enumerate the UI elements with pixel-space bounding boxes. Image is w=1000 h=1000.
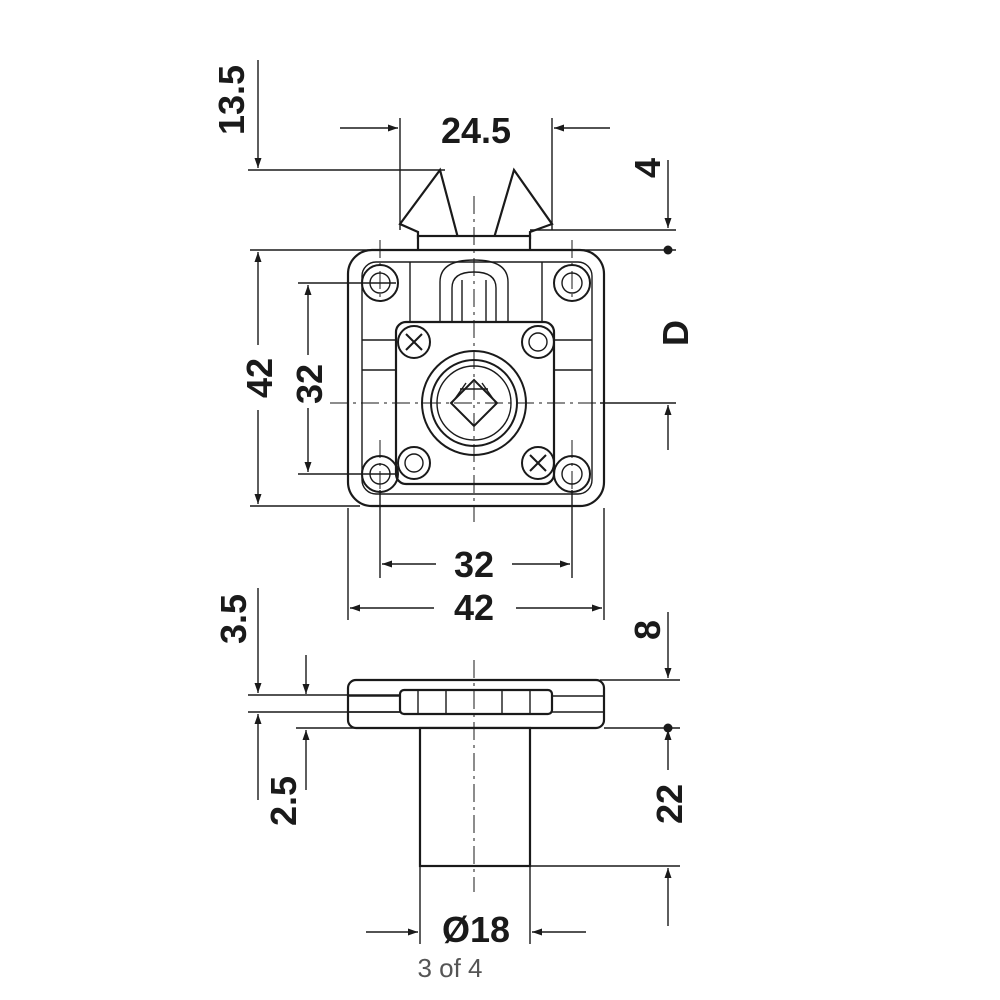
dimension-13-5: 13.5 — [211, 60, 445, 171]
catch-hook-left — [398, 167, 460, 240]
dimension-32-horizontal: 32 — [379, 490, 573, 585]
dim-label-22: 22 — [649, 784, 690, 824]
dim-label-d: D — [655, 320, 696, 346]
screw-hole-bottom-left — [397, 446, 431, 480]
dimension-22: 22 — [530, 730, 690, 926]
bolt-side — [398, 688, 554, 716]
dimension-8: 8 — [600, 612, 680, 733]
dimension-32-vertical: 32 — [289, 282, 396, 475]
dimension-42-vertical: 42 — [239, 252, 360, 507]
inner-rim — [361, 261, 593, 495]
dim-label-32-vertical: 32 — [289, 364, 330, 404]
datum-dot-top — [663, 245, 673, 255]
dim-label-diameter-18: Ø18 — [442, 909, 510, 950]
dim-label-3-5: 3.5 — [213, 594, 254, 644]
cylinder-side — [418, 726, 532, 868]
dim-label-24-5: 24.5 — [441, 110, 511, 151]
screw-bottom-right — [521, 446, 555, 480]
screw-top-left — [397, 325, 431, 359]
dimension-2-5: 2.5 — [248, 655, 420, 826]
dim-label-13-5: 13.5 — [211, 65, 252, 135]
dim-label-32-horizontal: 32 — [454, 544, 494, 585]
dim-label-42-horizontal: 42 — [454, 587, 494, 628]
dimension-42-horizontal: 42 — [347, 508, 605, 628]
screw-hole-top-right — [521, 325, 555, 359]
catch-hook-right — [492, 167, 554, 240]
dim-label-42-vertical: 42 — [239, 358, 280, 398]
side-view — [346, 660, 606, 892]
dimension-4: 4 — [530, 158, 676, 231]
dim-label-8: 8 — [627, 620, 668, 640]
front-view — [330, 167, 624, 522]
dimension-diameter-18: Ø18 — [366, 866, 586, 950]
image-pager-label: 3 of 4 — [417, 953, 482, 983]
dimension-d: D — [250, 245, 696, 450]
dim-label-4: 4 — [627, 158, 668, 178]
dimension-24-5: 24.5 — [340, 110, 610, 230]
dimension-3-5: 3.5 — [213, 588, 400, 696]
dim-label-2-5: 2.5 — [263, 776, 304, 826]
